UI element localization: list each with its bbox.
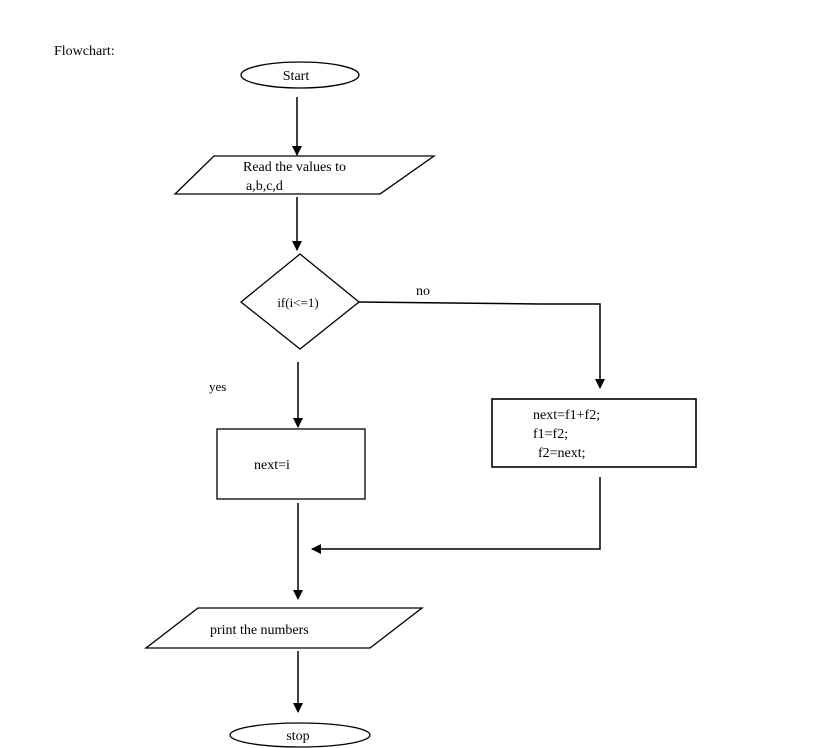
read-label-line2: a,b,c,d xyxy=(246,179,283,194)
no-process-node: next=f1+f2; f1=f2; f2=next; xyxy=(491,398,697,468)
no-branch-label: no xyxy=(416,284,430,299)
yes-branch-label: yes xyxy=(209,379,226,394)
decision-label: if(i<=1) xyxy=(277,295,318,310)
print-output-node: print the numbers xyxy=(144,607,424,649)
stop-label: stop xyxy=(286,729,309,744)
read-input-node: Read the values to a,b,c,d xyxy=(173,155,437,195)
no-process-line1: next=f1+f2; xyxy=(533,408,600,423)
decision-node: if(i<=1) xyxy=(239,253,361,350)
yes-process-node: next=i xyxy=(216,428,366,500)
arrow-no-process-merge xyxy=(311,477,601,554)
no-process-line2: f1=f2; xyxy=(533,427,568,442)
stop-terminator: stop xyxy=(229,722,371,748)
arrow-decision-no xyxy=(358,301,605,389)
start-label: Start xyxy=(283,69,310,84)
print-label: print the numbers xyxy=(210,623,309,638)
read-label-line1: Read the values to xyxy=(243,160,346,175)
yes-process-label: next=i xyxy=(254,458,290,473)
no-process-line3: f2=next; xyxy=(538,446,586,461)
start-terminator: Start xyxy=(240,61,360,89)
flowchart-heading: Flowchart: xyxy=(54,44,115,59)
